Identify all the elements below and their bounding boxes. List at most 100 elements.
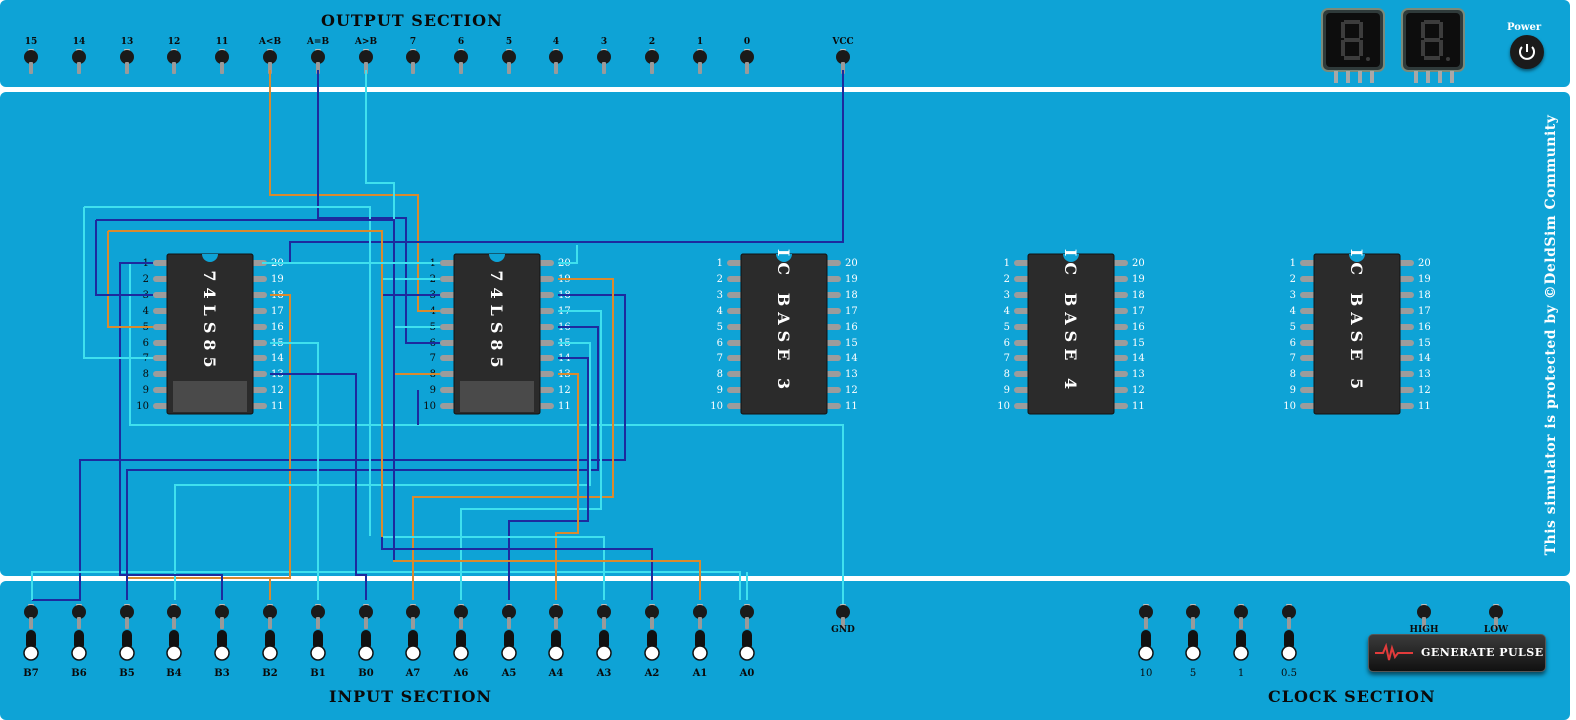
input-terminal-A4[interactable] — [549, 604, 563, 629]
terminal-lead — [125, 62, 129, 74]
ic-pin-label: 3 — [143, 290, 149, 301]
ic-pin — [1014, 403, 1030, 409]
input-terminal-A3[interactable] — [597, 604, 611, 629]
power-button[interactable] — [1510, 35, 1544, 69]
terminal-lead — [220, 62, 224, 74]
clock-switch-5[interactable] — [1185, 630, 1201, 661]
terminal-lead — [411, 62, 415, 74]
toggle-switch-A3[interactable] — [596, 630, 612, 661]
ic-pin — [1300, 276, 1316, 282]
ic-pin-label: 12 — [271, 385, 284, 396]
toggle-base — [453, 645, 469, 661]
terminal-knob — [502, 50, 516, 64]
toggle-lever — [74, 630, 84, 650]
ic-pin-label: 13 — [558, 369, 571, 380]
ic-pin — [1112, 355, 1128, 361]
output-pin-10[interactable] — [502, 49, 516, 74]
output-pin-4[interactable] — [215, 49, 229, 74]
input-terminal-B7[interactable] — [24, 604, 38, 629]
input-terminal-B5[interactable] — [120, 604, 134, 629]
output-pin-7[interactable] — [359, 49, 373, 74]
ic-pin-label: 2 — [143, 274, 149, 285]
terminal-knob — [359, 605, 373, 619]
toggle-base — [71, 645, 87, 661]
input-terminal-A1[interactable] — [693, 604, 707, 629]
input-terminal-A0[interactable] — [740, 604, 754, 629]
input-terminal-A6[interactable] — [454, 604, 468, 629]
ic-pin-label: 12 — [558, 385, 571, 396]
toggle-switch-B5[interactable] — [119, 630, 135, 661]
terminal-knob — [406, 605, 420, 619]
input-terminal-B3[interactable] — [215, 604, 229, 629]
toggle-switch-B3[interactable] — [214, 630, 230, 661]
ic-pin-label: 10 — [136, 401, 149, 412]
output-pin-3[interactable] — [167, 49, 181, 74]
ic-pin-label: 12 — [1418, 385, 1431, 396]
input-terminal-A5[interactable] — [502, 604, 516, 629]
toggle-base — [119, 645, 135, 661]
toggle-switch-A2[interactable] — [644, 630, 660, 661]
ic-pin-label: 13 — [1418, 369, 1431, 380]
input-terminal-B6[interactable] — [72, 604, 86, 629]
ic-pin-label: 13 — [1132, 369, 1145, 380]
clock-terminal-1[interactable] — [1234, 604, 1248, 629]
output-pin-2[interactable] — [120, 49, 134, 74]
gnd-terminal[interactable] — [836, 604, 850, 629]
toggle-switch-A1[interactable] — [692, 630, 708, 661]
terminal-knob — [24, 50, 38, 64]
terminal-lead — [268, 617, 272, 629]
toggle-switch-B0[interactable] — [358, 630, 374, 661]
generate-pulse-button[interactable]: GENERATE PULSE — [1368, 634, 1546, 672]
clock-switch-10[interactable] — [1138, 630, 1154, 661]
output-pin-1[interactable] — [72, 49, 86, 74]
toggle-base — [358, 645, 374, 661]
ic-pin-label: 5 — [717, 322, 723, 333]
terminal-knob — [311, 605, 325, 619]
clock-terminal-5[interactable] — [1186, 604, 1200, 629]
toggle-switch-B6[interactable] — [71, 630, 87, 661]
generate-pulse-label: GENERATE PULSE — [1421, 646, 1544, 659]
clock-terminal-0.5[interactable] — [1282, 604, 1296, 629]
ic-pin — [1300, 324, 1316, 330]
input-terminal-B2[interactable] — [263, 604, 277, 629]
high-terminal[interactable] — [1417, 604, 1431, 629]
ic-label: 74LS85 — [200, 270, 219, 373]
toggle-switch-A0[interactable] — [739, 630, 755, 661]
toggle-switch-A7[interactable] — [405, 630, 421, 661]
ic-pin — [1398, 340, 1414, 346]
input-terminal-B1[interactable] — [311, 604, 325, 629]
toggle-base — [405, 645, 421, 661]
input-terminal-A7[interactable] — [406, 604, 420, 629]
toggle-switch-B1[interactable] — [310, 630, 326, 661]
terminal-knob — [645, 50, 659, 64]
ic-pin-label: 7 — [717, 353, 723, 364]
ic-pin-label: 8 — [1290, 369, 1296, 380]
output-pin-0[interactable] — [24, 49, 38, 74]
toggle-lever — [1236, 630, 1246, 650]
ic-pin-label: 17 — [1132, 306, 1145, 317]
toggle-switch-B7[interactable] — [23, 630, 39, 661]
ic-pin — [1398, 308, 1414, 314]
clock-terminal-10[interactable] — [1139, 604, 1153, 629]
toggle-switch-A4[interactable] — [548, 630, 564, 661]
terminal-lead — [602, 617, 606, 629]
ic-pin-label: 5 — [430, 322, 436, 333]
terminal-lead — [554, 617, 558, 629]
output-pin-5[interactable] — [263, 49, 277, 74]
ic-pin-label: 4 — [1004, 306, 1010, 317]
toggle-switch-A6[interactable] — [453, 630, 469, 661]
toggle-switch-B2[interactable] — [262, 630, 278, 661]
clock-switch-1[interactable] — [1233, 630, 1249, 661]
toggle-switch-B4[interactable] — [166, 630, 182, 661]
input-terminal-A2[interactable] — [645, 604, 659, 629]
power-label: Power — [1507, 22, 1542, 33]
clock-switch-0.5[interactable] — [1281, 630, 1297, 661]
input-terminal-B4[interactable] — [167, 604, 181, 629]
input-terminal-B0[interactable] — [359, 604, 373, 629]
low-terminal[interactable] — [1489, 604, 1503, 629]
toggle-lever — [169, 630, 179, 650]
terminal-lead — [650, 62, 654, 74]
toggle-switch-A5[interactable] — [501, 630, 517, 661]
